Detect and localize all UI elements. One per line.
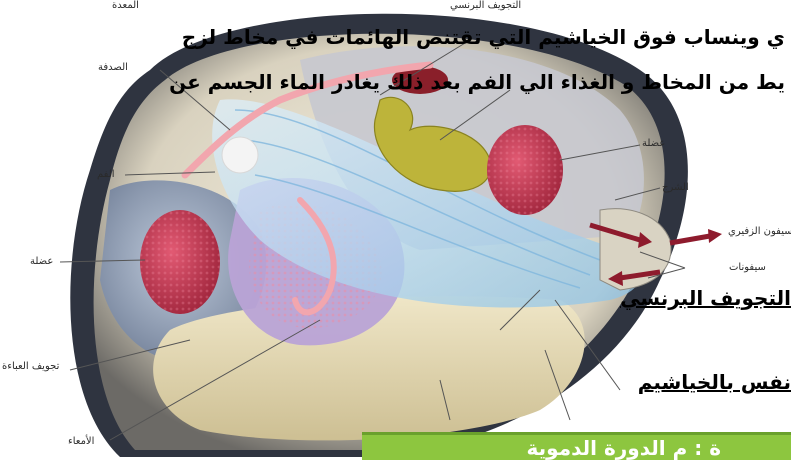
overlay-line-2: يط من المخاط و الغذاء الي الفم بعد ذلك ي… <box>169 70 785 94</box>
green-heading-text: ة : م الدورة الدموية <box>527 436 721 460</box>
label-shell: الصدفة <box>98 62 128 73</box>
label-branchial-cavity-top: التجويف البرنسي <box>450 0 521 11</box>
mouth-bulb <box>222 137 258 173</box>
label-exhalant-siphon: سيفون الزفيري <box>728 226 791 237</box>
label-intestines: الأمعاء <box>68 436 94 447</box>
overlay-line-1: ي وينساب فوق الخياشيم التي تقتنص الهائما… <box>182 25 785 49</box>
label-muscle-left: عضلة <box>30 256 53 267</box>
label-muscle-right: عضلة <box>642 138 665 149</box>
label-stomach: المعدة <box>112 0 139 11</box>
label-mouth: الفم <box>97 169 115 180</box>
green-heading-box: ة : م الدورة الدموية <box>362 432 791 460</box>
overlay-gill-breathing: نفس بالخياشيم <box>638 370 791 394</box>
label-anus: الشرج <box>662 182 689 193</box>
label-mantle-cavity: تجويف العباءة <box>2 361 59 372</box>
overlay-branchial-cavity: التجويف البرنسي <box>620 286 791 310</box>
label-siphons: سيفونات <box>729 262 766 273</box>
